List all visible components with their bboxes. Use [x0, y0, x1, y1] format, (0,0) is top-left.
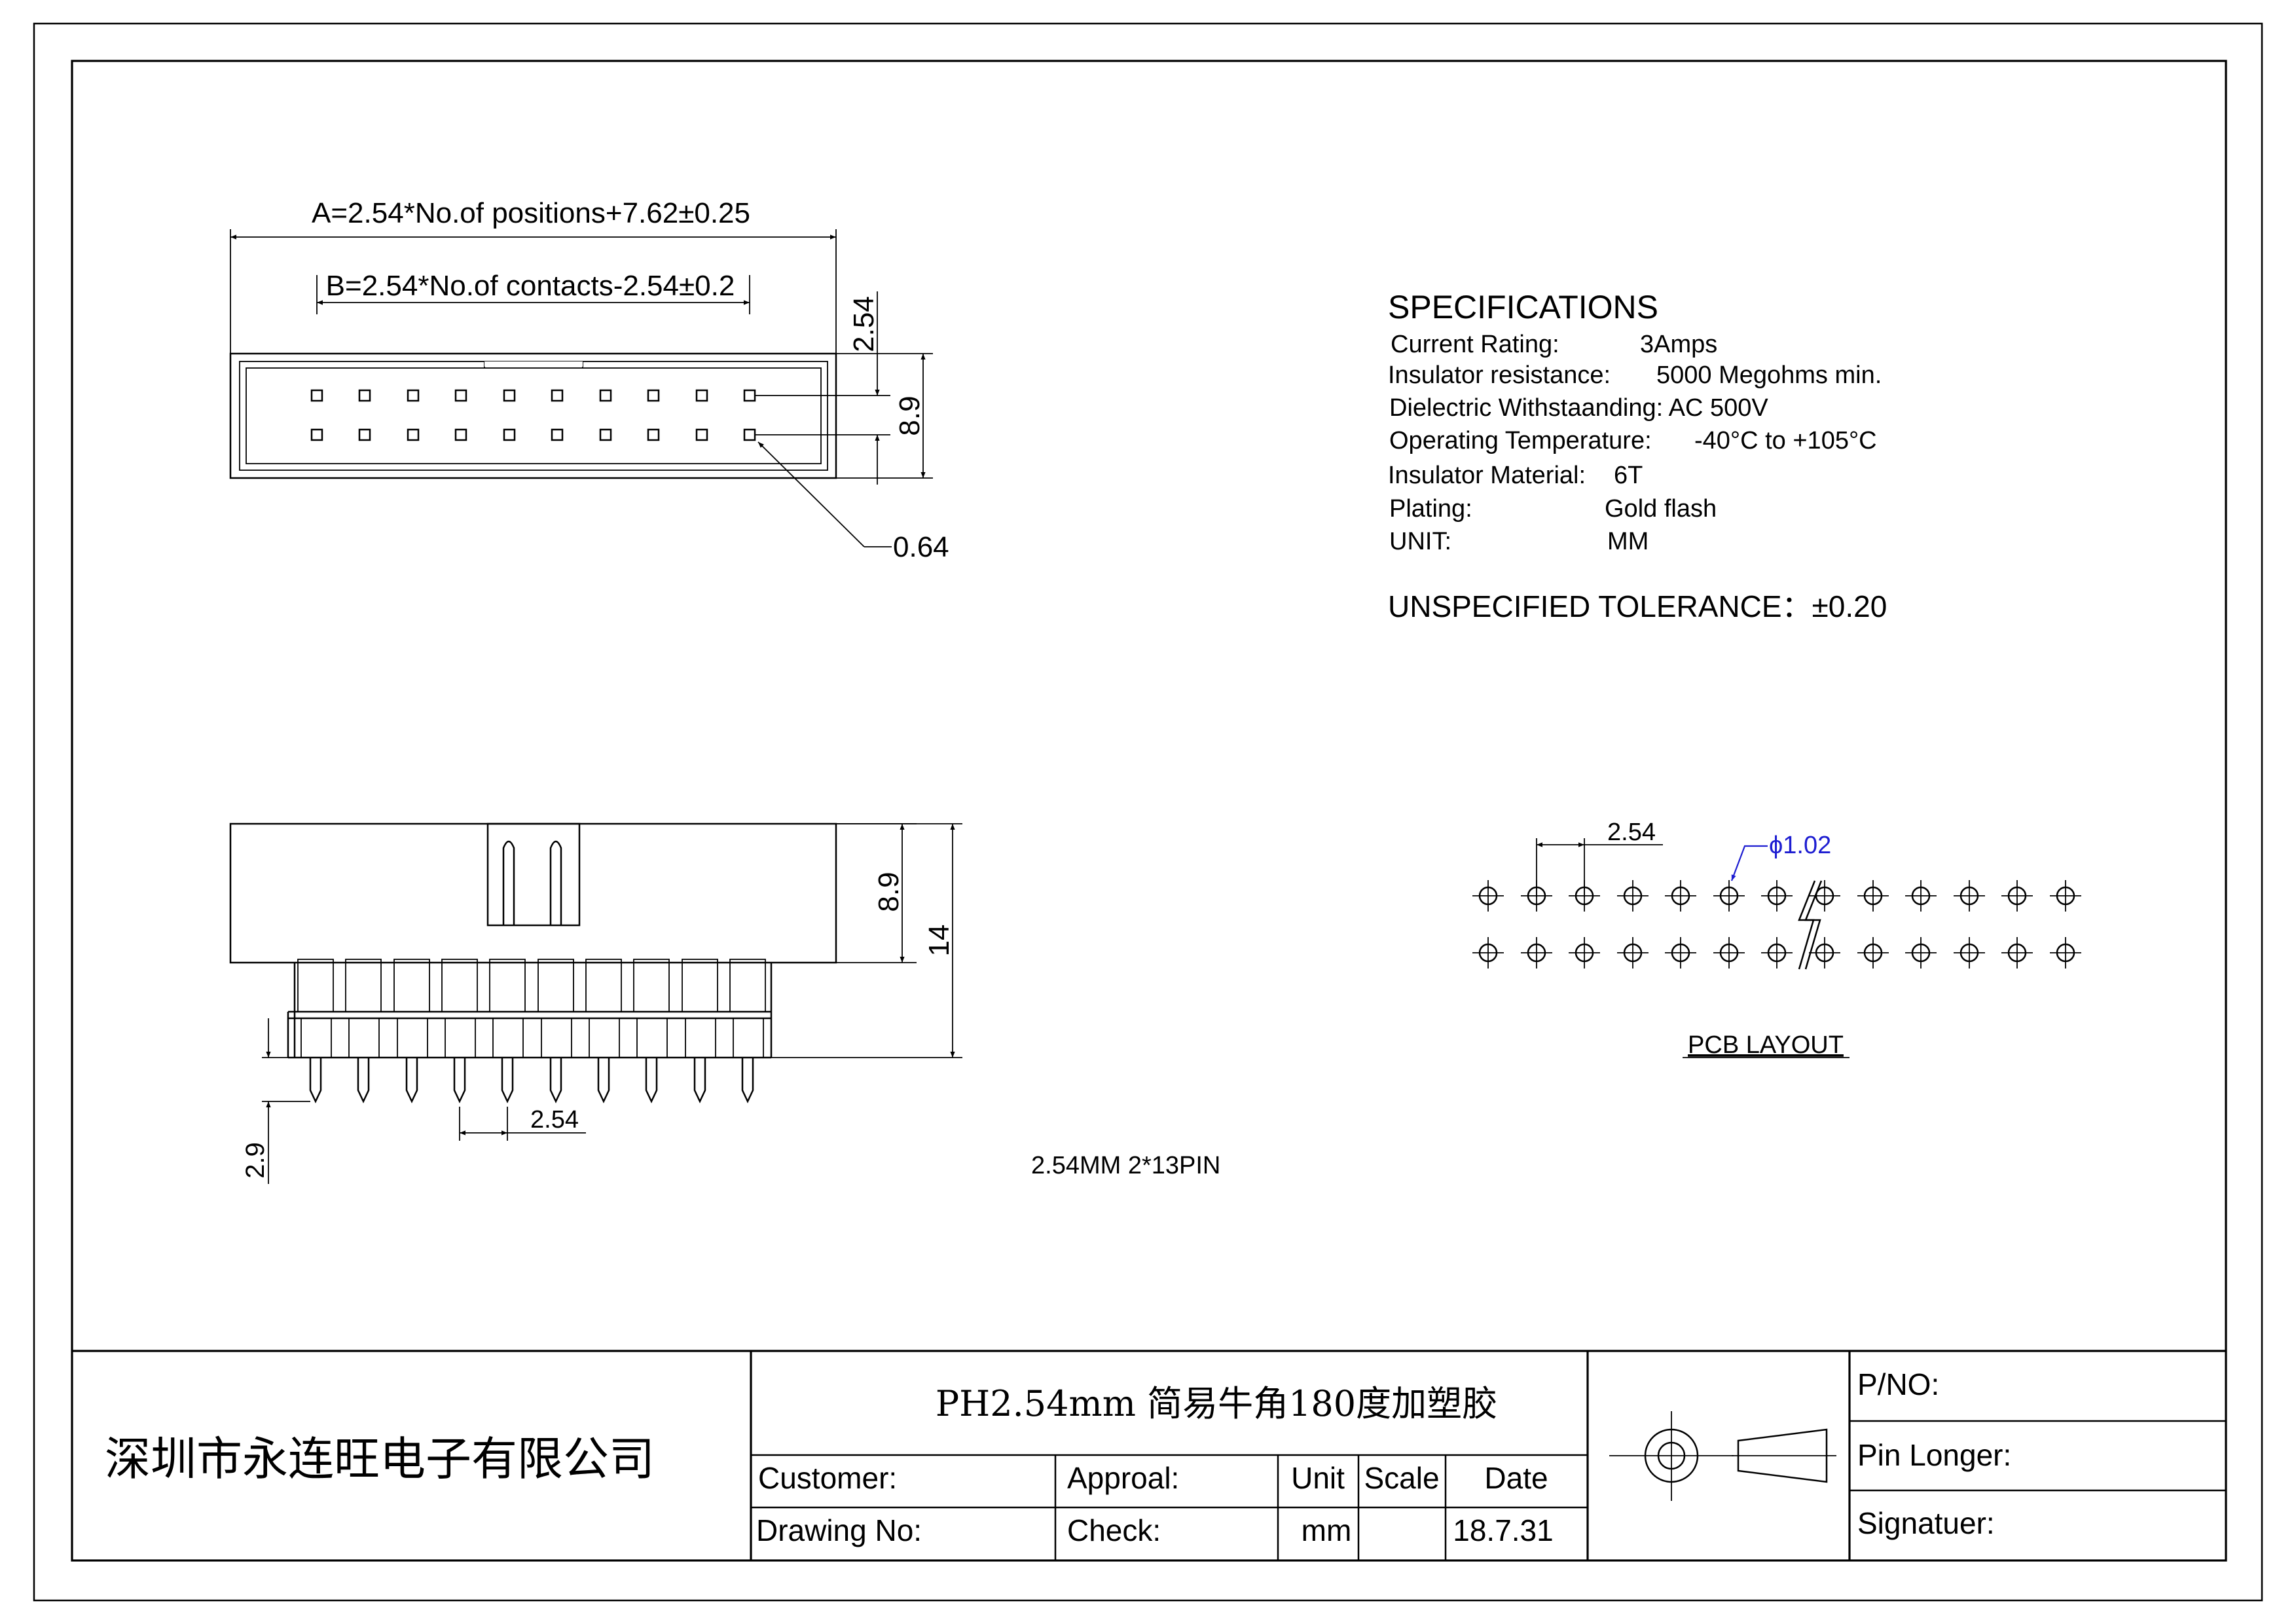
spec-label-2: Dielectric Withstaanding: AC 500V — [1389, 394, 1768, 422]
spec-label-3: Operating Temperature: — [1389, 427, 1652, 454]
spec-value-4: 6T — [1614, 462, 1643, 489]
scale-header: Scale — [1364, 1461, 1439, 1495]
pcb-hole-label: ϕ1.02 — [1769, 832, 1831, 859]
part-caption: 2.54MM 2*13PIN — [1031, 1152, 1220, 1179]
spec-value-3: -40°C to +105°C — [1694, 427, 1877, 454]
side-view-pin-tails — [309, 1058, 754, 1103]
pin-longer-label: Pin Longer: — [1857, 1438, 2011, 1472]
unit-header: Unit — [1291, 1461, 1345, 1495]
dim-b-label: B=2.54*No.of contacts-2.54±0.2 — [326, 270, 735, 302]
pcb-hole-row-1 — [1472, 880, 2081, 912]
spec-tolerance: UNSPECIFIED TOLERANCE：±0.20 — [1388, 589, 1887, 623]
dim-height-top: 8.9 — [894, 396, 926, 435]
spec-value-1: 5000 Megohms min. — [1656, 361, 1882, 389]
unit-value: mm — [1302, 1513, 1352, 1547]
spec-label-1: Insulator resistance: — [1388, 361, 1611, 389]
spec-label-6: UNIT: — [1389, 528, 1451, 555]
dim-pin-size: 0.64 — [893, 531, 949, 563]
side-view: 8.9 14 2.9 2.54 — [229, 822, 962, 1184]
projection-symbol-icon — [1609, 1411, 1836, 1501]
spec-value-0: 3Amps — [1640, 331, 1717, 358]
drawing-no-label: Drawing No: — [756, 1513, 922, 1547]
product-title: PH2.54mm 简易牛角180度加塑胶 — [936, 1383, 1497, 1424]
top-view-pins — [310, 389, 756, 441]
top-view: A=2.54*No.of positions+7.62±0.25 B=2.54*… — [229, 197, 949, 563]
dim-body-height: 8.9 — [873, 872, 905, 912]
signature-label: Signatuer: — [1857, 1506, 1995, 1540]
break-symbol — [1798, 880, 1823, 970]
pcb-layout: 2.54 ϕ1.02 — [1472, 819, 2081, 1059]
customer-label: Customer: — [758, 1461, 897, 1495]
pcb-layout-label: PCB LAYOUT — [1688, 1031, 1844, 1059]
specifications: SPECIFICATIONS Current Rating: 3Amps Ins… — [1388, 289, 1887, 623]
date-header: Date — [1484, 1461, 1548, 1495]
dim-a-label: A=2.54*No.of positions+7.62±0.25 — [312, 197, 750, 229]
approval-label: Approal: — [1067, 1461, 1179, 1495]
check-label: Check: — [1067, 1513, 1161, 1547]
drawing-frame — [33, 22, 2263, 1602]
spec-value-5: Gold flash — [1605, 495, 1717, 523]
pcb-hole-row-2 — [1472, 937, 2081, 969]
spec-label-5: Plating: — [1389, 495, 1472, 523]
dim-pitch-vertical: 2.54 — [848, 296, 880, 352]
dim-side-pitch: 2.54 — [530, 1106, 579, 1134]
spec-label-4: Insulator Material: — [1388, 462, 1586, 489]
date-value: 18.7.31 — [1453, 1513, 1553, 1547]
dim-tail-length: 2.9 — [241, 1142, 270, 1179]
pcb-pitch-label: 2.54 — [1607, 819, 1656, 846]
pno-label: P/NO: — [1857, 1367, 1939, 1401]
dim-overall-height: 14 — [923, 925, 955, 957]
company-name: 深圳市永连旺电子有限公司 — [105, 1432, 655, 1486]
title-block: 深圳市永连旺电子有限公司 PH2.54mm 简易牛角180度加塑胶 Custom… — [72, 1350, 2226, 1560]
spec-label-0: Current Rating: — [1391, 331, 1559, 358]
side-view-pin-columns — [297, 959, 766, 1058]
spec-title: SPECIFICATIONS — [1388, 289, 1658, 325]
spec-value-6: MM — [1607, 528, 1649, 555]
